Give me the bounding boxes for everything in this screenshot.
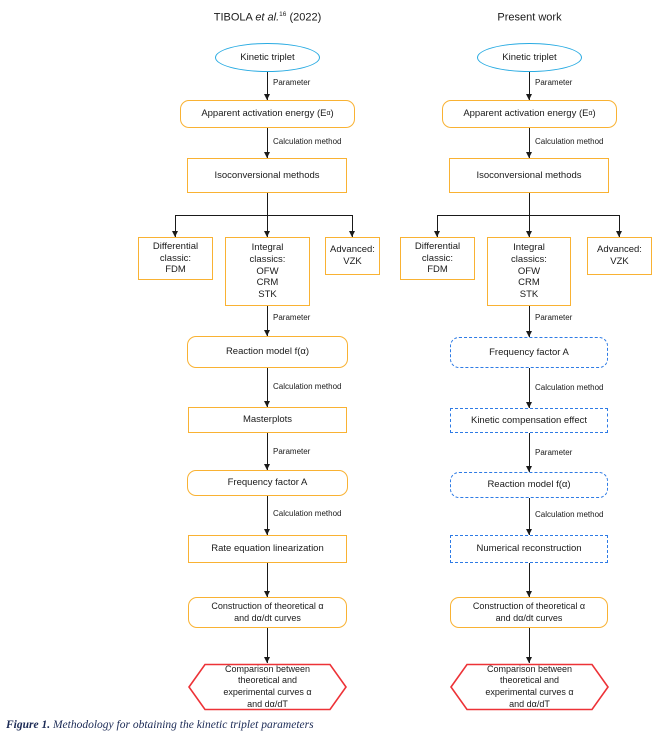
branch-arrow-integral [526, 215, 532, 237]
branch-connector-stem [529, 193, 530, 215]
frequency-factor-box: Frequency factor A [187, 470, 348, 496]
construction-box: Construction of theoretical α and dα/dt … [188, 597, 347, 628]
arrow-label-parameter: Parameter [535, 78, 573, 87]
flow-arrow [264, 306, 270, 336]
flow-arrow [264, 628, 270, 663]
arrow-label-parameter: Parameter [273, 313, 311, 322]
masterplots-box: Masterplots [188, 407, 347, 433]
title-etal: et al. [255, 11, 280, 24]
figure-caption-text: Methodology for obtaining the kinetic tr… [50, 719, 314, 731]
flow-arrow [526, 433, 532, 472]
branch-differential-box: Differential classic: FDM [138, 237, 213, 280]
comparison-hexagon: Comparison between theoretical and exper… [188, 663, 347, 711]
arrow-label-calculation-method: Calculation method [535, 510, 604, 519]
figure-caption-label: Figure 1. [6, 719, 51, 731]
figure-caption: Figure 1. Methodology for obtaining the … [6, 719, 314, 731]
reaction-model-box: Reaction model f(α) [450, 472, 608, 498]
branch-advanced-box: Advanced: VZK [587, 237, 652, 275]
branch-arrow-integral [264, 215, 270, 237]
branch-differential-box: Differential classic: FDM [400, 237, 475, 280]
column-right-title: Present work [442, 11, 617, 24]
hexagon-shape [188, 663, 347, 711]
branch-connector-stem [267, 193, 268, 215]
ea-text: Apparent activation energy (E [201, 108, 327, 120]
flow-arrow [264, 128, 270, 158]
arrow-label-parameter: Parameter [273, 78, 311, 87]
flow-arrow [526, 72, 532, 100]
numerical-reconstruction-box: Numerical reconstruction [450, 535, 608, 563]
flow-arrow [264, 368, 270, 407]
flow-arrow [526, 128, 532, 158]
title-year: (2022) [286, 11, 322, 24]
isoconversional-methods-box: Isoconversional methods [187, 158, 347, 193]
ea-text-close: ) [592, 108, 596, 120]
arrow-label-calculation-method: Calculation method [273, 509, 342, 518]
flow-arrow [526, 368, 532, 408]
flow-arrow [264, 496, 270, 535]
arrow-label-parameter: Parameter [273, 447, 311, 456]
comparison-text: Comparison between theoretical and exper… [485, 663, 574, 709]
arrow-label-calculation-method: Calculation method [273, 137, 342, 146]
arrow-label-calculation-method: Calculation method [535, 137, 604, 146]
flow-arrow [526, 563, 532, 597]
arrow-label-parameter: Parameter [535, 448, 573, 457]
branch-arrow-advanced [349, 215, 355, 237]
arrow-label-calculation-method: Calculation method [535, 383, 604, 392]
kinetic-triplet-ellipse: Kinetic triplet [215, 43, 320, 72]
ea-text-close: ) [330, 108, 334, 120]
kinetic-triplet-ellipse: Kinetic triplet [477, 43, 582, 72]
branch-advanced-box: Advanced: VZK [325, 237, 380, 275]
title-text: TIBOLA [213, 11, 256, 24]
branch-integral-box: Integral classics: OFW CRM STK [225, 237, 310, 306]
comparison-hexagon: Comparison between theoretical and exper… [450, 663, 609, 711]
branch-connector-line [175, 215, 353, 216]
title-citation-sup: 16 [279, 11, 287, 18]
title-text: Present work [497, 11, 562, 24]
branch-connector-line [437, 215, 620, 216]
branch-arrow-advanced [616, 215, 622, 237]
comparison-text: Comparison between theoretical and exper… [223, 663, 312, 709]
branch-integral-box: Integral classics: OFW CRM STK [487, 237, 571, 306]
isoconversional-methods-box: Isoconversional methods [449, 158, 609, 193]
arrow-label-calculation-method: Calculation method [273, 382, 342, 391]
ea-text: Apparent activation energy (E [463, 108, 589, 120]
arrow-label-parameter: Parameter [535, 313, 573, 322]
flow-arrow [526, 628, 532, 663]
column-left-title: TIBOLA et al.16 (2022) [180, 11, 355, 24]
flow-arrow [264, 433, 270, 470]
construction-box: Construction of theoretical α and dα/dt … [450, 597, 608, 628]
reaction-model-box: Reaction model f(α) [187, 336, 348, 368]
kinetic-compensation-box: Kinetic compensation effect [450, 408, 608, 433]
frequency-factor-box: Frequency factor A [450, 337, 608, 368]
branch-arrow-differential [434, 215, 440, 237]
hexagon-shape [450, 663, 609, 711]
branch-arrow-differential [172, 215, 178, 237]
rate-equation-linearization-box: Rate equation linearization [188, 535, 347, 563]
flow-arrow [264, 72, 270, 100]
flow-arrow [526, 498, 532, 535]
flow-arrow [264, 563, 270, 597]
flow-arrow [526, 306, 532, 337]
